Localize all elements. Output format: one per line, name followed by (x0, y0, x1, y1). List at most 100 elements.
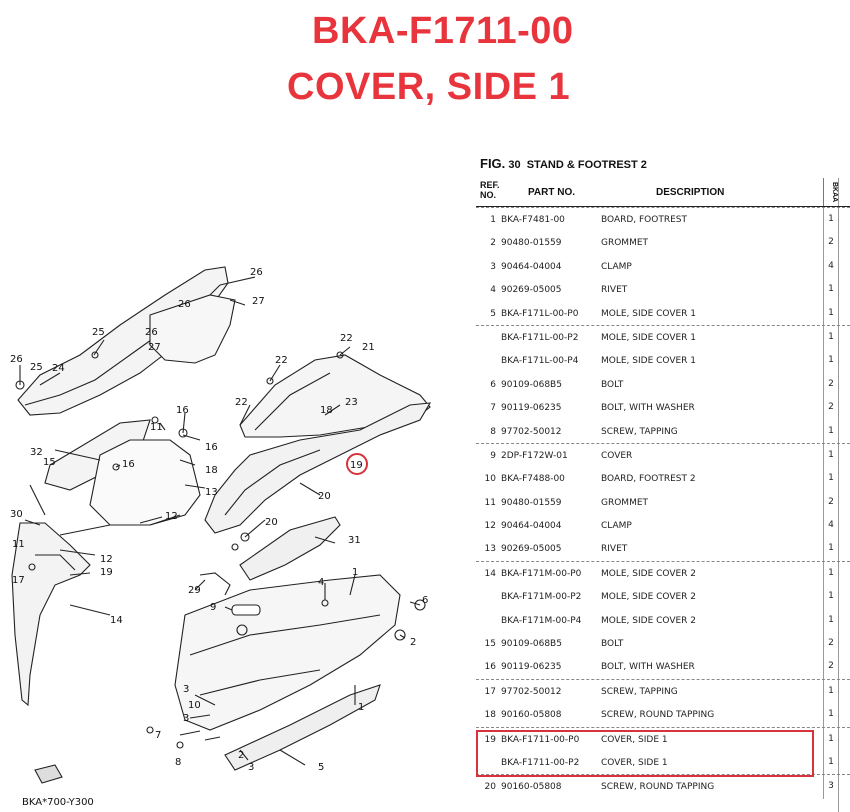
figure-title: FIG. 30 STAND & FOOTREST 2 (480, 156, 647, 171)
ref-no-cell: 5 (490, 308, 496, 319)
ref-no-cell: 9 (490, 450, 496, 461)
ref-no-cell: 3 (490, 261, 496, 272)
description-cell: CLAMP (601, 261, 632, 272)
ref-no-cell: 6 (490, 379, 496, 390)
callout-10: 10 (188, 700, 201, 711)
description-cell: BOLT (601, 639, 624, 650)
highlight-box-item-19 (476, 730, 814, 777)
ref-no-cell: 7 (490, 403, 496, 414)
part-no-cell: 90109-068B5 (501, 379, 562, 390)
callout-11b: 11 (12, 539, 25, 550)
quantity-cell: 2 (823, 231, 838, 256)
ref-no-cell: 10 (484, 474, 496, 485)
callout-3b: 3 (183, 713, 189, 724)
quantity-cell: 1 (823, 467, 838, 492)
callout-17a: 17 (12, 575, 25, 586)
callout-22c: 22 (235, 397, 248, 408)
callout-22a: 22 (340, 333, 353, 344)
callout-2a: 2 (410, 637, 416, 648)
part-no-cell: BKA-F171L-00-P0 (501, 308, 579, 319)
quantity-cell: 4 (823, 514, 838, 539)
quantity-cell: 1 (823, 561, 838, 586)
part-no-cell: BKA-F1711-00-P0 (501, 734, 580, 745)
callout-3a: 3 (183, 684, 189, 695)
part-no-cell: 90480-01559 (501, 497, 562, 508)
callout-8: 8 (175, 757, 181, 768)
callout-29: 29 (188, 585, 201, 596)
figure-name: STAND & FOOTREST 2 (526, 159, 647, 171)
description-cell: BOLT, WITH WASHER (601, 662, 695, 673)
callout-26b: 26 (178, 299, 191, 310)
callout-2b: 2 (238, 750, 244, 761)
ref-no-cell: 14 (484, 568, 496, 579)
quantity-cell: 1 (823, 419, 838, 444)
callout-1a: 1 (352, 567, 358, 578)
parts-diagram-svg: 26 26 27 25 27 26 22 21 22 24 25 26 23 2… (10, 266, 432, 808)
quantity-cell: 1 (823, 537, 838, 562)
description-cell: SCREW, TAPPING (601, 426, 678, 437)
callout-27a: 27 (252, 296, 265, 307)
ref-no-cell: 2 (490, 238, 496, 249)
quantity-cell: 4 (823, 254, 838, 279)
ref-no-cell: 16 (484, 662, 496, 673)
callout-18b: 18 (205, 465, 218, 476)
quantity-cell: 3 (823, 775, 838, 800)
ref-no-cell: 15 (484, 639, 496, 650)
description-cell: SCREW, TAPPING (601, 686, 678, 697)
part-no-cell: BKA-F171L-00-P4 (501, 356, 579, 367)
part-no-cell: BKA-F171L-00-P2 (501, 332, 579, 343)
callout-3c: 3 (248, 762, 254, 773)
callout-22b: 22 (275, 355, 288, 366)
callout-13: 13 (205, 487, 218, 498)
part-name-heading: COVER, SIDE 1 (287, 66, 571, 108)
callout-25a: 25 (92, 327, 105, 338)
ref-no-cell: 11 (484, 497, 496, 508)
description-cell: RIVET (601, 544, 628, 555)
callout-31: 31 (348, 535, 361, 546)
quantity-cell: 1 (823, 608, 838, 633)
figure-label: FIG. (480, 156, 506, 171)
description-cell: COVER (601, 450, 633, 461)
header-description: DESCRIPTION (656, 187, 725, 198)
part-no-cell: 97702-50012 (501, 426, 562, 437)
description-cell: RIVET (601, 285, 628, 296)
callout-14: 14 (110, 615, 123, 626)
ref-no-cell: 12 (484, 521, 496, 532)
quantity-cell: 2 (823, 655, 838, 680)
description-cell: COVER, SIDE 1 (601, 757, 668, 768)
part-no-cell: 97702-50012 (501, 686, 562, 697)
callout-25b: 25 (30, 362, 43, 373)
callout-21: 21 (362, 342, 375, 353)
quantity-cell: 1 (823, 349, 838, 374)
part-no-cell: BKA-F7481-00 (501, 215, 565, 225)
table-row: 16 90119-06235 BOLT, WITH WASHER 2 (476, 655, 850, 680)
quantity-cell: 2 (823, 632, 838, 657)
part-no-cell: 90119-06235 (501, 662, 562, 673)
quantity-cell: 1 (823, 301, 838, 326)
part-no-cell: 90160-05808 (501, 782, 562, 793)
part-no-cell: 90464-04004 (501, 521, 562, 532)
callout-26c: 26 (145, 327, 158, 338)
callout-20a: 20 (318, 491, 331, 502)
part-no-cell: 90119-06235 (501, 403, 562, 414)
description-cell: MOLE, SIDE COVER 2 (601, 615, 697, 626)
callout-26a: 26 (250, 267, 263, 278)
callout-30: 30 (10, 509, 23, 520)
ref-no-cell: 19 (484, 734, 496, 745)
callout-20b: 20 (265, 517, 278, 528)
quantity-cell: 1 (823, 585, 838, 610)
callout-4: 4 (318, 577, 324, 588)
ref-no-cell: 13 (484, 544, 496, 555)
quantity-cell: 2 (823, 396, 838, 421)
